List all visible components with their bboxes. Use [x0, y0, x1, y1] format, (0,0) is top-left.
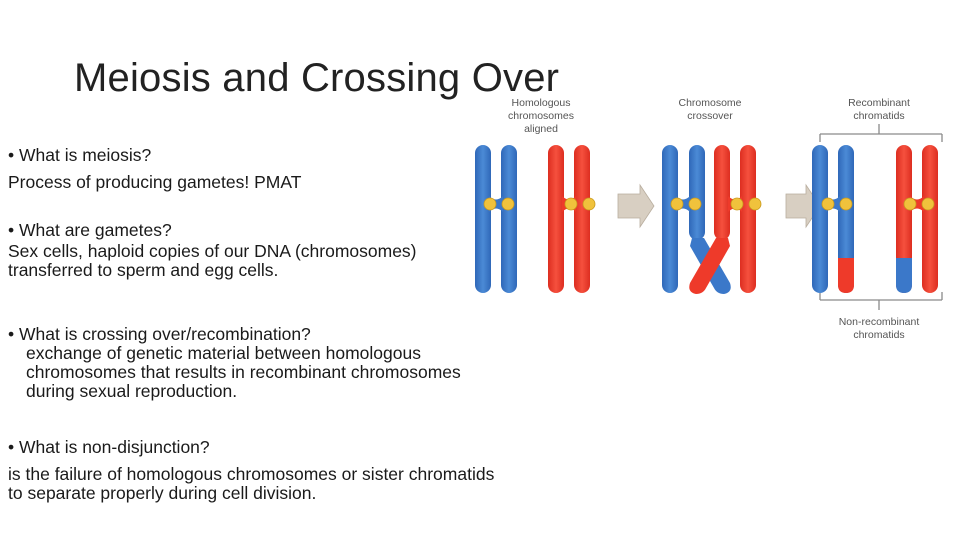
chromatid-red-1 — [548, 145, 564, 293]
centromere-dot — [670, 197, 684, 211]
section-meiosis: • What is meiosis? Process of producing … — [8, 146, 301, 192]
question-non-disjunction: • What is non-disjunction? — [8, 437, 210, 457]
question-gametes: • What are gametes? — [8, 220, 172, 240]
chromatid-blue-1 — [475, 145, 491, 293]
stage-aligned — [475, 145, 596, 293]
centromere-dot — [821, 197, 835, 211]
caption-recombinant-chromatids: Recombinant chromatids — [848, 97, 910, 122]
caption-aligned-line-3: aligned — [524, 123, 558, 135]
caption-aligned-line-1: Homologous — [512, 97, 571, 109]
stage-recombinant — [812, 145, 938, 293]
centromere-dot — [921, 197, 935, 211]
chromatid-red-2 — [574, 145, 590, 293]
answer-gametes: Sex cells, haploid copies of our DNA (ch… — [8, 241, 417, 280]
chromatid-red-nonrecombinant — [922, 145, 938, 293]
chromatid-blue-2-upper — [689, 145, 705, 240]
arrow-right-1 — [617, 183, 655, 229]
section-crossing-over: • What is crossing over/recombination? e… — [8, 325, 461, 401]
answer-non-disjunction: is the failure of homologous chromosomes… — [8, 464, 495, 503]
bracket-nonrecombinant — [819, 292, 943, 310]
centromere-dot — [582, 197, 596, 211]
centromere-dot — [748, 197, 762, 211]
chromatid-red-1-upper — [714, 145, 730, 240]
caption-nonrecombinant-chromatids: Non-recombinant chromatids — [839, 316, 920, 341]
centromere-dot — [564, 197, 578, 211]
section-gametes: • What are gametes? Sex cells, haploid c… — [8, 221, 417, 280]
centromere-dot — [688, 197, 702, 211]
caption-recombinant-line-1: Recombinant — [848, 97, 910, 109]
question-crossing-over: • What is crossing over/recombination? — [8, 324, 311, 344]
caption-recombinant-line-2: chromatids — [853, 110, 904, 122]
chromatid-blue-1 — [662, 145, 678, 293]
caption-nonrecombinant-line-2: chromatids — [853, 329, 904, 341]
caption-homologous-aligned: Homologous chromosomes aligned — [508, 97, 574, 135]
centromere-dot — [839, 197, 853, 211]
stage-crossover — [662, 145, 762, 294]
bracket-recombinant — [819, 124, 943, 142]
chromatid-red-recombinant — [896, 145, 912, 293]
caption-aligned-line-2: chromosomes — [508, 110, 574, 122]
chromatid-red-2 — [740, 145, 756, 293]
caption-nonrecombinant-line-1: Non-recombinant — [839, 316, 920, 328]
question-meiosis: • What is meiosis? — [8, 145, 152, 165]
centromere-dot — [483, 197, 497, 211]
answer-crossing-over: exchange of genetic material between hom… — [26, 343, 461, 401]
chromatid-blue-nonrecombinant — [812, 145, 828, 293]
answer-meiosis: Process of producing gametes! PMAT — [8, 172, 302, 192]
caption-crossover-line-2: crossover — [687, 110, 733, 122]
section-non-disjunction: • What is non-disjunction? is the failur… — [8, 438, 494, 503]
caption-chromosome-crossover: Chromosome crossover — [678, 97, 741, 122]
centromere-dot — [501, 197, 515, 211]
caption-crossover-line-1: Chromosome — [678, 97, 741, 109]
chromatid-blue-recombinant — [838, 145, 854, 293]
chromatid-blue-2 — [501, 145, 517, 293]
centromere-dot — [903, 197, 917, 211]
chromatid-red-1-crossing — [689, 238, 730, 294]
slide-title: Meiosis and Crossing Over — [74, 56, 560, 100]
centromere-dot — [730, 197, 744, 211]
